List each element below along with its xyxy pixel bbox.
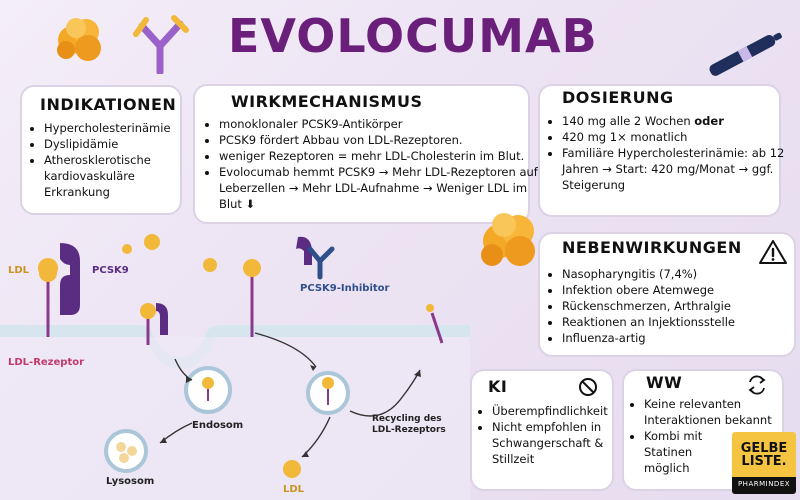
dosierung-heading: DOSIERUNG bbox=[562, 88, 674, 107]
list-item: 420 mg 1× monatlich bbox=[562, 129, 798, 145]
list-item: Infektion obere Atemwege bbox=[562, 282, 800, 298]
dose-or: oder bbox=[694, 114, 724, 128]
list-item: Kombi mit Statinen möglich bbox=[644, 428, 736, 476]
endosom-label: Endosom bbox=[192, 420, 244, 431]
list-item: Evolocumab hemmt PCSK9 → Mehr LDL-Rezept… bbox=[219, 164, 541, 212]
indikationen-list: Hypercholesterinämie Dyslipidämie Athero… bbox=[26, 120, 200, 200]
wirkmechanismus-card: WIRKMECHANISMUS monoklonaler PCSK9-Antik… bbox=[193, 84, 538, 224]
ldl-particle-icon bbox=[283, 460, 301, 478]
lysosom-icon bbox=[104, 429, 148, 473]
list-item: Nicht empfohlen in Schwangerschaft & Sti… bbox=[492, 419, 632, 467]
nebenwirkungen-card: NEBENWIRKUNGEN Nasopharyngitis (7,4%) In… bbox=[538, 232, 796, 357]
recycling-label: Recycling des LDL-Rezeptors bbox=[372, 414, 446, 435]
ww-heading: WW bbox=[646, 373, 683, 392]
nebenwirkungen-heading: NEBENWIRKUNGEN bbox=[562, 238, 742, 257]
list-item: monoklonaler PCSK9-Antikörper bbox=[219, 116, 541, 132]
dosierung-list: 140 mg alle 2 Wochen oder 420 mg 1× mona… bbox=[544, 113, 798, 193]
list-item: Überempfindlichkeit bbox=[492, 403, 632, 419]
antibody-icon bbox=[133, 15, 189, 74]
lysosom-label: Lysosom bbox=[106, 476, 155, 487]
list-item: Influenza-artig bbox=[562, 330, 800, 346]
swap-arrows-icon bbox=[748, 375, 766, 395]
page-title: EVOLOCUMAB bbox=[228, 9, 598, 63]
ldl-particle-icon bbox=[57, 18, 101, 61]
pcsk9-label: PCSK9 bbox=[92, 265, 129, 276]
ki-heading: KI bbox=[488, 377, 508, 396]
warning-icon bbox=[759, 240, 787, 264]
list-item: Atherosklerotische kardiovaskuläre Erkra… bbox=[44, 152, 200, 200]
list-item: PCSK9 fördert Abbau von LDL-Rezeptoren. bbox=[219, 132, 541, 148]
mechanism-illustration bbox=[0, 234, 470, 500]
logo-subtext: PHARMINDEX bbox=[737, 480, 791, 488]
list-item: Familiäre Hypercholesterinämie: ab 12 Ja… bbox=[562, 145, 798, 193]
logo-text: GELBE LISTE. bbox=[740, 441, 788, 469]
ki-list: Überempfindlichkeit Nicht empfohlen in S… bbox=[474, 403, 632, 467]
ww-list: Keine relevanten Interaktionen bekannt K… bbox=[626, 396, 800, 476]
pcsk9-protein-icon bbox=[60, 243, 80, 315]
indikationen-heading: INDIKATIONEN bbox=[40, 95, 177, 114]
ban-icon bbox=[579, 378, 597, 396]
pcsk9-inhibitor-label: PCSK9-Inhibitor bbox=[300, 283, 390, 294]
dose-text: 140 mg alle 2 Wochen bbox=[562, 114, 695, 128]
dosierung-card: DOSIERUNG 140 mg alle 2 Wochen oder 420 … bbox=[538, 84, 784, 217]
ldl-bottom-label: LDL bbox=[283, 484, 305, 495]
list-item: Nasopharyngitis (7,4%) bbox=[562, 266, 800, 282]
ki-card: KI Überempfindlichkeit Nicht empfohlen i… bbox=[470, 369, 614, 491]
ldl-particle-icon bbox=[481, 213, 535, 266]
list-item: Keine relevanten Interaktionen bekannt bbox=[644, 396, 800, 428]
list-item: weniger Rezeptoren = mehr LDL-Cholesteri… bbox=[219, 148, 541, 164]
ldl-rezeptor-label: LDL-Rezeptor bbox=[8, 357, 85, 368]
injection-pen-icon bbox=[709, 32, 782, 76]
pcsk9-inhibitor-icon bbox=[296, 236, 335, 280]
wirkmechanismus-list: monoklonaler PCSK9-Antikörper PCSK9 förd… bbox=[201, 116, 541, 212]
list-item: Reaktionen an Injektionsstelle bbox=[562, 314, 800, 330]
nebenwirkungen-list: Nasopharyngitis (7,4%) Infektion obere A… bbox=[544, 266, 800, 346]
list-item: Rückenschmerzen, Arthralgie bbox=[562, 298, 800, 314]
gelbe-liste-logo: GELBE LISTE. PHARMINDEX bbox=[732, 432, 796, 494]
wirkmechanismus-heading: WIRKMECHANISMUS bbox=[231, 92, 423, 111]
list-item: Hypercholesterinämie bbox=[44, 120, 200, 136]
list-item: Dyslipidämie bbox=[44, 136, 200, 152]
ldl-label: LDL bbox=[8, 265, 30, 276]
indikationen-card: INDIKATIONEN Hypercholesterinämie Dyslip… bbox=[20, 85, 182, 215]
list-item: 140 mg alle 2 Wochen oder bbox=[562, 113, 798, 129]
